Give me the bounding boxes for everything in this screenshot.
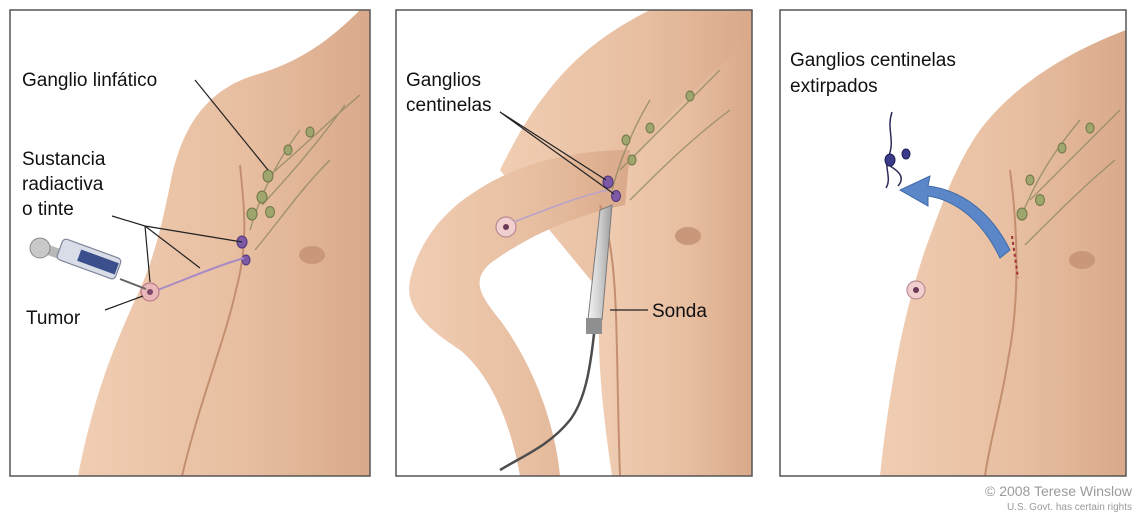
nipple (299, 246, 325, 264)
dyed-lymph-node (242, 255, 250, 265)
lymph-node (263, 170, 273, 182)
lymph-node (622, 135, 630, 145)
label-removed-line2: extirpados (790, 76, 878, 97)
lymph-node (628, 155, 636, 165)
lymph-node (257, 191, 267, 203)
sentinel-node (612, 191, 621, 202)
label-probe: Sonda (652, 301, 707, 322)
lymph-node (1017, 208, 1027, 220)
sentinel-node (603, 176, 613, 188)
panel-removal: Ganglios centinelas extirpados (780, 10, 1126, 476)
lymph-node (1026, 175, 1034, 185)
lymph-node (306, 127, 314, 137)
label-tracer-line1: Sustancia (22, 149, 106, 170)
lymph-node (646, 123, 654, 133)
lymph-node (1036, 195, 1045, 206)
lymph-node (284, 145, 292, 155)
credit-line2: U.S. Govt. has certain rights (1007, 502, 1132, 513)
panel-injection: Ganglio linfático Sustancia radiactiva o… (10, 10, 370, 476)
injection-site-core (503, 224, 509, 230)
nipple (675, 227, 701, 245)
credit-line1: © 2008 Terese Winslow (985, 483, 1133, 499)
label-tumor: Tumor (26, 308, 81, 329)
label-tracer-line3: o tinte (22, 199, 74, 220)
panel-detection: Ganglios centinelas Sonda (396, 10, 752, 476)
label-sentinel-line2: centinelas (406, 95, 492, 116)
nipple (1069, 251, 1095, 269)
label-removed-line1: Ganglios centinelas (790, 50, 956, 71)
injection-site-core (913, 287, 919, 293)
label-tracer-line2: radiactiva (22, 174, 104, 195)
lymph-node (266, 207, 275, 218)
lymph-node (247, 208, 257, 220)
label-lymph-node: Ganglio linfático (22, 70, 157, 91)
lymph-node (686, 91, 694, 101)
label-sentinel-line1: Ganglios (406, 70, 481, 91)
lymph-node (1058, 143, 1066, 153)
tumor-core (147, 289, 153, 295)
lymph-node (1086, 123, 1094, 133)
